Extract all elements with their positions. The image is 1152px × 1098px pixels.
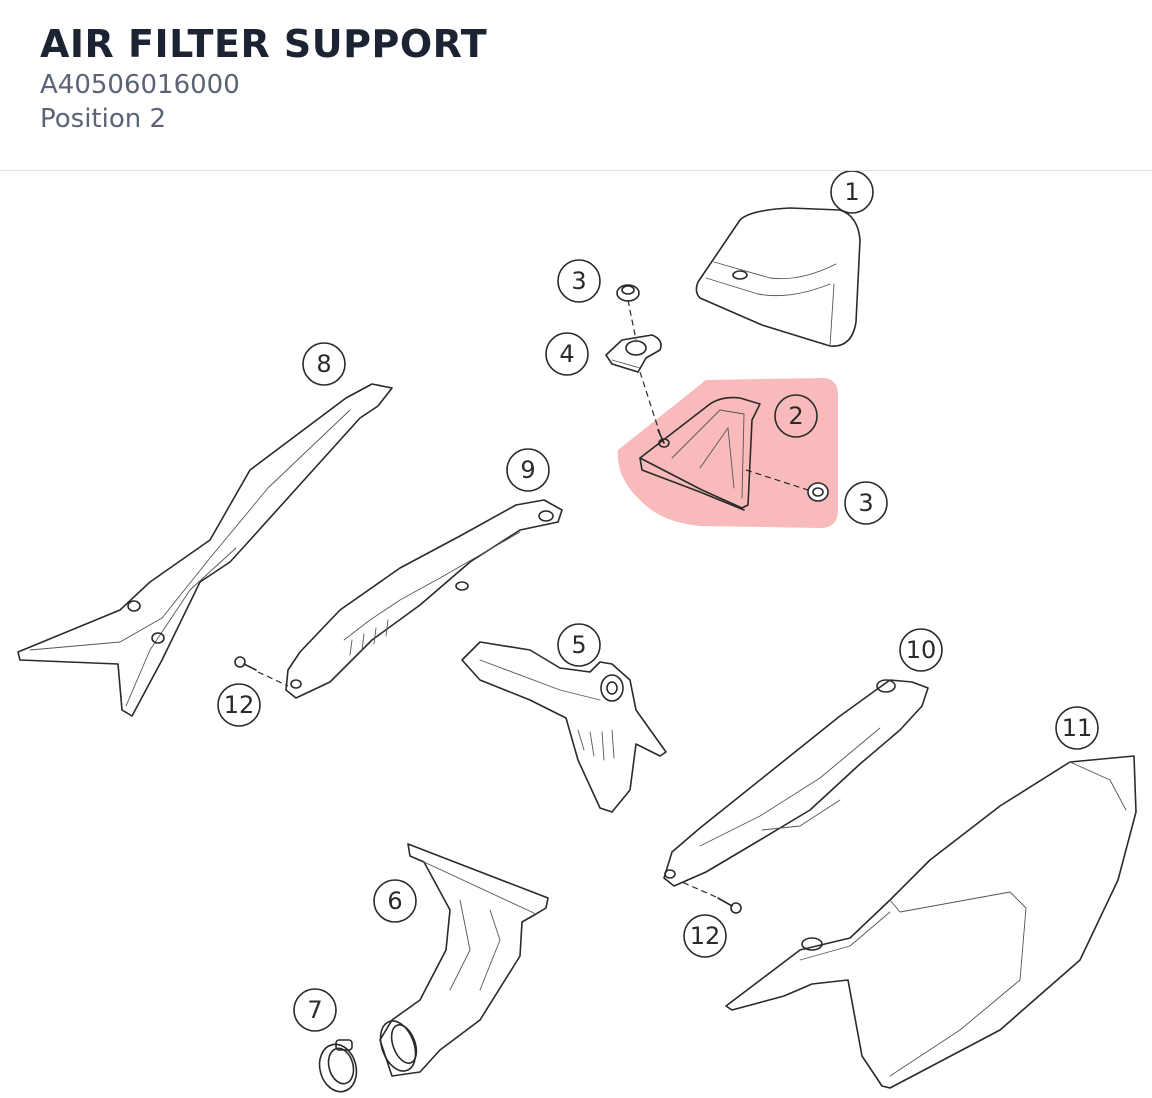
callout-6-label: 6 xyxy=(387,887,402,915)
leader-3-4 xyxy=(627,299,637,341)
callout-8[interactable]: 8 xyxy=(302,342,346,386)
part-12-bolt-left[interactable] xyxy=(234,656,257,671)
leader-4-2 xyxy=(639,371,663,441)
part-number: A40506016000 xyxy=(40,70,240,100)
callout-2-label: 2 xyxy=(788,402,803,430)
callout-5[interactable]: 5 xyxy=(557,623,601,667)
callout-4[interactable]: 4 xyxy=(545,332,589,376)
callout-8-label: 8 xyxy=(316,350,331,378)
part-4-bracket[interactable] xyxy=(605,334,662,373)
leader-12-10 xyxy=(681,881,717,898)
leader-12-9 xyxy=(257,671,289,687)
callout-11-label: 11 xyxy=(1062,714,1093,742)
part-7-hose-clamp[interactable] xyxy=(314,1039,361,1096)
highlight-part-2 xyxy=(617,378,838,528)
part-11-side-panel-right[interactable] xyxy=(725,755,1137,1089)
callout-12-right[interactable]: 12 xyxy=(683,914,727,958)
callout-3-top[interactable]: 3 xyxy=(557,259,601,303)
part-1-air-filter[interactable] xyxy=(695,207,861,347)
callout-1-label: 1 xyxy=(844,178,859,206)
callout-9-label: 9 xyxy=(520,456,535,484)
callout-3-right-label: 3 xyxy=(858,489,873,517)
position-label: Position 2 xyxy=(40,104,167,134)
callout-12-right-label: 12 xyxy=(690,922,721,950)
callout-3-top-label: 3 xyxy=(571,267,586,295)
callout-4-label: 4 xyxy=(559,340,574,368)
part-9-support-rail-left[interactable] xyxy=(285,499,563,699)
callout-7-label: 7 xyxy=(307,996,322,1024)
callout-11[interactable]: 11 xyxy=(1055,706,1099,750)
callout-5-label: 5 xyxy=(571,631,586,659)
part-12-bolt-right[interactable] xyxy=(717,897,742,914)
part-10-support-rail-right[interactable] xyxy=(663,679,929,887)
page-header: AIR FILTER SUPPORT A40506016000 Position… xyxy=(0,0,1152,171)
callout-6[interactable]: 6 xyxy=(373,879,417,923)
part-3-grommet-top[interactable] xyxy=(616,284,640,302)
part-3-grommet-right[interactable] xyxy=(807,482,829,502)
page-title: AIR FILTER SUPPORT xyxy=(40,22,488,66)
callout-10[interactable]: 10 xyxy=(899,628,943,672)
part-5-airbox-part[interactable] xyxy=(461,641,667,813)
leader-2-3 xyxy=(745,469,809,491)
part-8-side-panel-left[interactable] xyxy=(17,383,393,717)
exploded-parts-diagram: 1 2 3 3 4 5 6 7 8 9 10 11 xyxy=(17,171,1137,1096)
callout-2[interactable]: 2 xyxy=(774,394,818,438)
part-6-intake-boot[interactable] xyxy=(374,843,549,1077)
callout-10-label: 10 xyxy=(906,636,937,664)
callout-12-left[interactable]: 12 xyxy=(217,683,261,727)
callout-12-left-label: 12 xyxy=(224,691,255,719)
callout-1[interactable]: 1 xyxy=(830,171,874,214)
callout-9[interactable]: 9 xyxy=(506,448,550,492)
callout-7[interactable]: 7 xyxy=(293,988,337,1032)
callout-3-right[interactable]: 3 xyxy=(844,481,888,525)
